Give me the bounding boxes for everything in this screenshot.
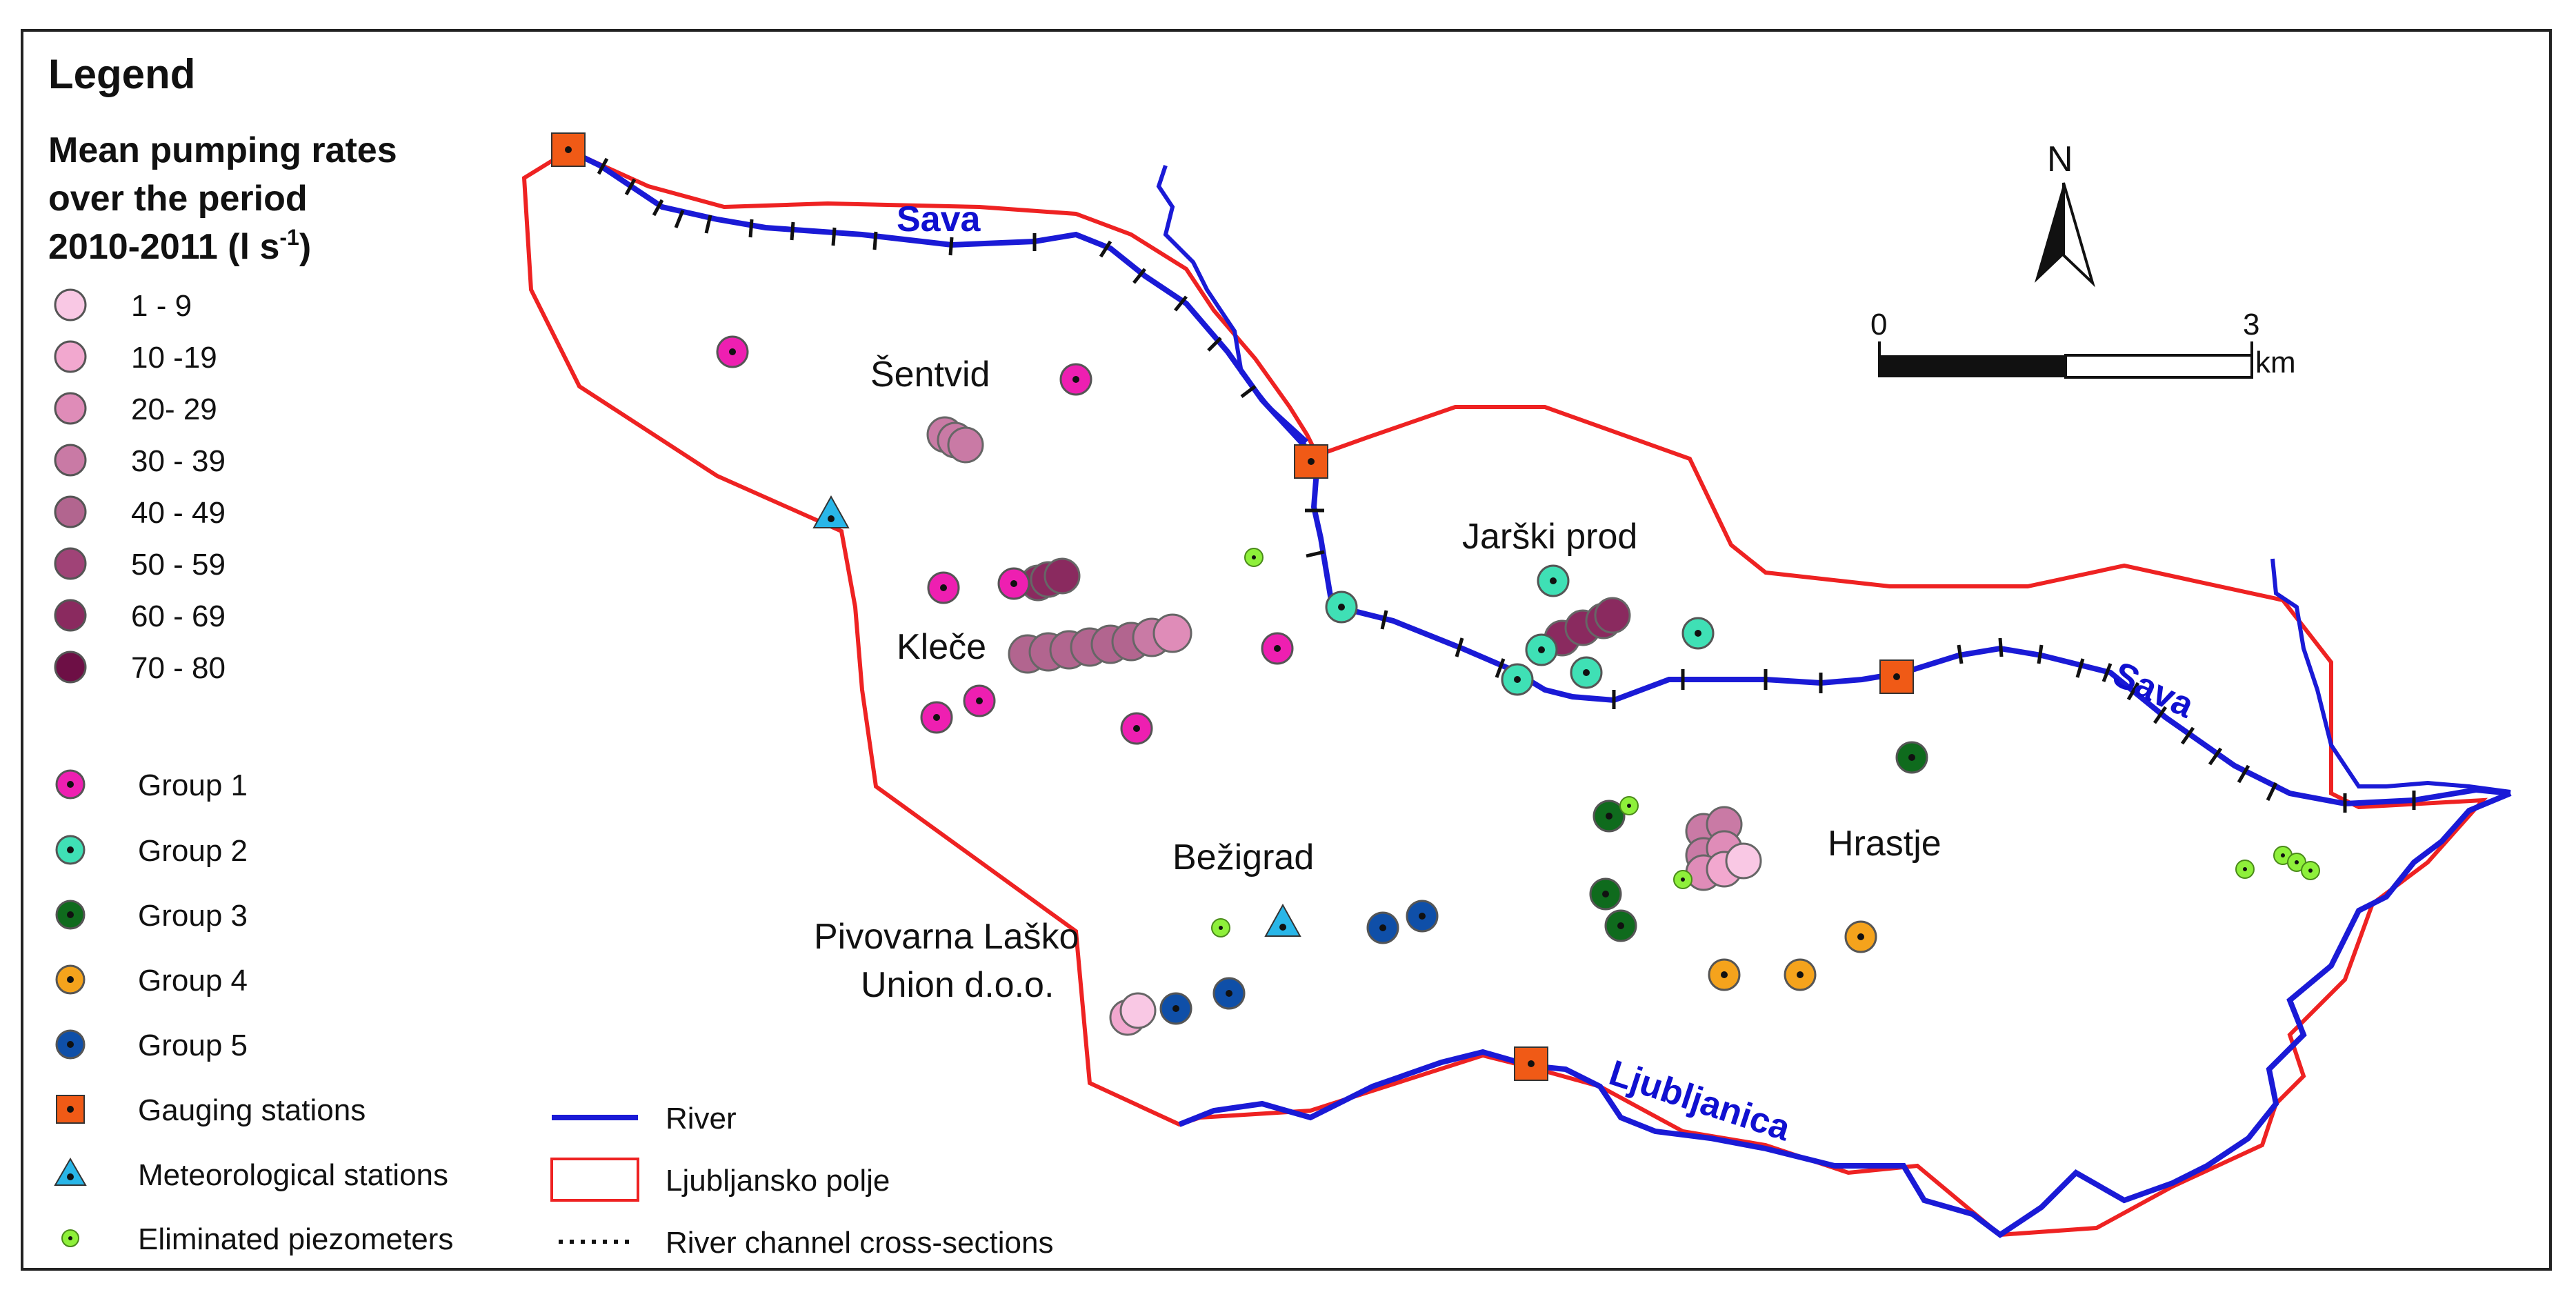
north-label: N bbox=[2047, 139, 2073, 179]
meteo-label: Meteorological stations bbox=[138, 1158, 448, 1192]
rate-label-6: 50 - 59 bbox=[131, 548, 226, 582]
group5-label: Group 5 bbox=[138, 1029, 248, 1062]
meteo-1 bbox=[812, 495, 850, 528]
gauging-2 bbox=[1294, 444, 1328, 479]
group1-label: Group 1 bbox=[138, 768, 248, 802]
group3-label: Group 3 bbox=[138, 899, 248, 933]
group1-points bbox=[716, 335, 1294, 745]
group4-points bbox=[1708, 920, 1877, 991]
rate-swatch-5 bbox=[54, 495, 87, 528]
scale-end: 3 bbox=[2243, 308, 2259, 341]
legend-subtitle-end: ) bbox=[299, 227, 311, 267]
group5-points bbox=[1159, 900, 1439, 1025]
rate-swatch-7 bbox=[54, 599, 87, 632]
meteo-stations bbox=[812, 495, 1301, 937]
point-centers bbox=[729, 348, 2313, 1012]
group2-label: Group 2 bbox=[138, 834, 248, 868]
meteo-2 bbox=[1264, 903, 1301, 937]
rate-label-3: 20- 29 bbox=[131, 393, 217, 426]
gauging-label: Gauging stations bbox=[138, 1093, 366, 1127]
label-klece: Kleče bbox=[897, 627, 986, 667]
label-pivovarna-2: Union d.o.o. bbox=[861, 965, 1054, 1005]
legend-lines: River Ljubljansko polje River channel cr… bbox=[550, 1102, 1053, 1260]
gauging-stations bbox=[551, 132, 1914, 1081]
group2-points bbox=[1325, 564, 1715, 696]
rate-label-4: 30 - 39 bbox=[131, 444, 226, 478]
north-arrow: N bbox=[2035, 139, 2095, 288]
rate-label-2: 10 -19 bbox=[131, 341, 217, 375]
legend-title: Legend bbox=[48, 51, 195, 97]
pumping-wells bbox=[926, 416, 1762, 1036]
polje-swatch bbox=[550, 1158, 639, 1202]
rate-swatch-8 bbox=[54, 651, 87, 684]
meteo-centers bbox=[828, 515, 1286, 931]
meteo-swatch bbox=[54, 1158, 87, 1186]
label-pivovarna-1: Pivovarna Laško bbox=[814, 917, 1079, 957]
rate-label-7: 60 - 69 bbox=[131, 599, 226, 633]
legend-subtitle-1: Mean pumping rates bbox=[48, 130, 397, 170]
eliminated-label: Eliminated piezometers bbox=[138, 1222, 453, 1256]
legend-subtitle-3: 2010-2011 (l s-1) bbox=[48, 225, 311, 267]
sava-river bbox=[568, 148, 2511, 807]
rate-swatch-1 bbox=[54, 288, 87, 321]
gauging-centers bbox=[565, 146, 1900, 1067]
rate-swatch-3 bbox=[54, 392, 87, 425]
legend-rate-classes: 1 - 9 10 -19 20- 29 30 - 39 40 - 49 50 -… bbox=[54, 288, 226, 685]
group4-label: Group 4 bbox=[138, 964, 248, 998]
tributary-north bbox=[1156, 165, 1309, 444]
label-sentvid: Šentvid bbox=[870, 355, 990, 395]
legend-subtitle-2: over the period bbox=[48, 179, 308, 219]
label-bezigrad: Bežigrad bbox=[1172, 837, 1314, 877]
polje-legend-label: Ljubljansko polje bbox=[666, 1164, 890, 1198]
label-sava-east: Sava bbox=[2107, 654, 2201, 726]
legend-groups: Group 1 Group 2 Group 3 Group 4 Group 5 … bbox=[54, 768, 453, 1256]
scale-unit: km bbox=[2255, 346, 2296, 379]
label-jarski: Jarški prod bbox=[1462, 517, 1637, 557]
cross-section-ticks bbox=[597, 157, 2416, 813]
cross-section-legend-label: River channel cross-sections bbox=[666, 1226, 1053, 1260]
scale-start: 0 bbox=[1870, 308, 1887, 341]
rate-swatch-6 bbox=[54, 547, 87, 580]
tributary-east bbox=[2270, 558, 2511, 794]
legend-subtitle-3-main: 2010-2011 (l s bbox=[48, 227, 279, 267]
rate-label-5: 40 - 49 bbox=[131, 496, 226, 530]
eliminated-points bbox=[1211, 548, 2320, 937]
ljubljanica-river bbox=[1178, 791, 2512, 1238]
piezometers bbox=[716, 335, 2320, 1025]
rate-swatch-2 bbox=[54, 340, 87, 373]
label-sava-west: Sava bbox=[897, 199, 981, 239]
river-legend-label: River bbox=[666, 1102, 737, 1135]
rate-label-1: 1 - 9 bbox=[131, 289, 192, 323]
label-hrastje: Hrastje bbox=[1828, 824, 1941, 864]
scale-bar: 0 3 km bbox=[1870, 308, 2296, 379]
rate-label-8: 70 - 80 bbox=[131, 651, 226, 685]
rate-swatch-4 bbox=[54, 444, 87, 477]
legend-subtitle-sup: -1 bbox=[279, 225, 299, 250]
